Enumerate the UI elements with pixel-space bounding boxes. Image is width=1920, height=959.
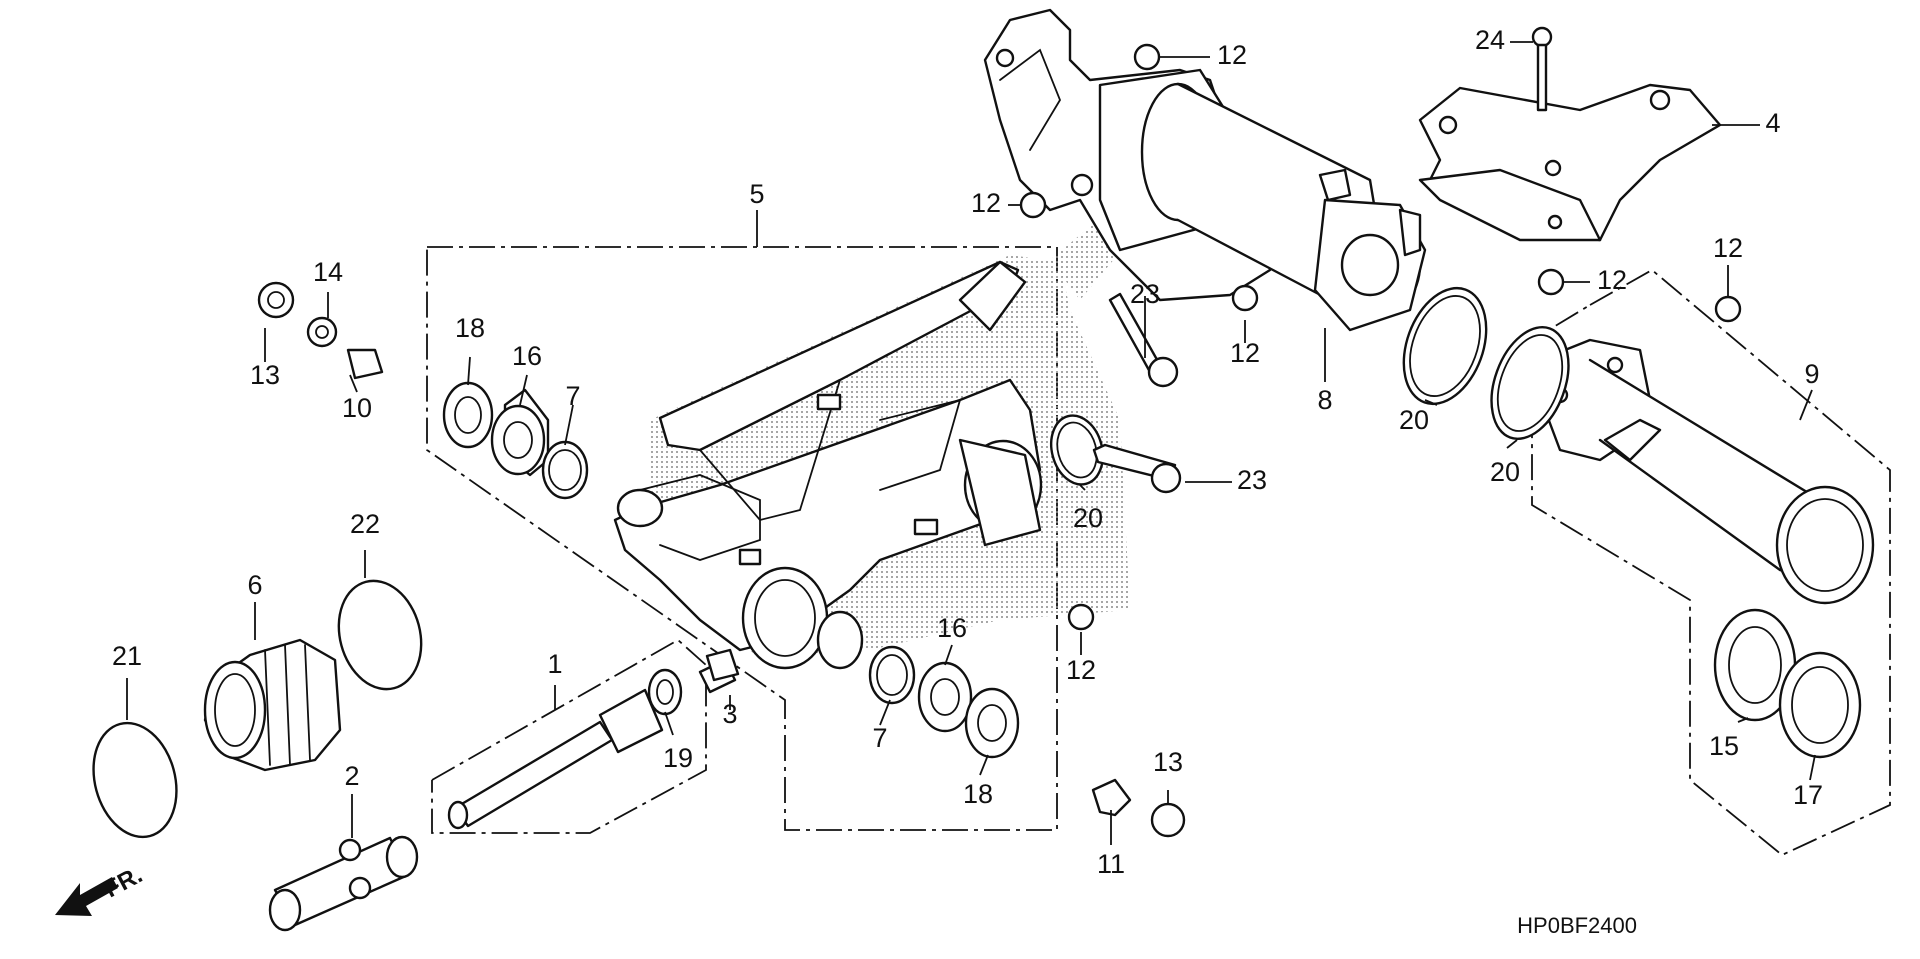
bracket-plate-drawing xyxy=(1418,83,1722,242)
callout-16b[interactable]: 16 xyxy=(937,613,967,643)
o-ring-20a-inner xyxy=(1409,295,1481,397)
callout-1[interactable]: 1 xyxy=(547,649,562,679)
boot-drawing xyxy=(203,638,342,772)
universal-joint-drawing xyxy=(268,835,419,932)
leader-lines xyxy=(126,41,1816,845)
callout-12b[interactable]: 12 xyxy=(971,188,1001,218)
callout-22[interactable]: 22 xyxy=(350,509,380,539)
callout-23b[interactable]: 23 xyxy=(1237,465,1267,495)
callout-13a[interactable]: 13 xyxy=(250,360,280,390)
callout-15[interactable]: 15 xyxy=(1709,731,1739,761)
callout-9[interactable]: 9 xyxy=(1804,359,1819,389)
callout-18a[interactable]: 18 xyxy=(455,313,485,343)
callout-10[interactable]: 10 xyxy=(342,393,372,423)
small-parts-drawing xyxy=(257,26,1742,838)
front-arrow-icon xyxy=(55,877,118,916)
callout-2[interactable]: 2 xyxy=(344,761,359,791)
callout-18b[interactable]: 18 xyxy=(963,779,993,809)
callout-7b[interactable]: 7 xyxy=(872,723,887,753)
drive-shaft-drawing xyxy=(447,658,737,830)
callout-5[interactable]: 5 xyxy=(749,179,764,209)
driveshaft-group-outline xyxy=(431,638,707,834)
callout-12c[interactable]: 12 xyxy=(1230,338,1260,368)
callout-14[interactable]: 14 xyxy=(313,257,343,287)
callout-12d[interactable]: 12 xyxy=(1597,265,1627,295)
callout-20a[interactable]: 20 xyxy=(1399,405,1429,435)
callout-12f[interactable]: 12 xyxy=(1066,655,1096,685)
o-ring-20c-inner xyxy=(1056,421,1098,479)
callout-20c[interactable]: 20 xyxy=(1073,503,1103,533)
lower-bearing-set-drawing xyxy=(868,645,1020,759)
callouts: 1 2 3 4 5 6 7 7 8 9 10 11 12 12 12 12 12… xyxy=(112,25,1823,879)
callout-8[interactable]: 8 xyxy=(1317,385,1332,415)
clamp-22-drawing xyxy=(337,579,423,691)
final-drive-housing-drawing xyxy=(983,8,1427,332)
front-label: FR. xyxy=(100,861,147,903)
callout-6[interactable]: 6 xyxy=(247,570,262,600)
left-bearing-set-drawing xyxy=(442,381,589,500)
callout-13b[interactable]: 13 xyxy=(1153,747,1183,777)
callout-20b[interactable]: 20 xyxy=(1490,457,1520,487)
swingarm-drawing xyxy=(613,260,1043,670)
callout-21[interactable]: 21 xyxy=(112,641,142,671)
axle-housing-drawing xyxy=(1538,338,1875,605)
callout-3[interactable]: 3 xyxy=(722,699,737,729)
callout-17[interactable]: 17 xyxy=(1793,780,1823,810)
clamp-21-drawing xyxy=(92,721,178,839)
swingarm-group-outline xyxy=(426,246,1058,831)
callout-23a[interactable]: 23 xyxy=(1130,279,1160,309)
callout-12a[interactable]: 12 xyxy=(1217,40,1247,70)
o-ring-20b-inner xyxy=(1496,334,1564,432)
front-direction-indicator: FR. xyxy=(55,861,147,916)
callout-7a[interactable]: 7 xyxy=(565,381,580,411)
callout-16a[interactable]: 16 xyxy=(512,341,542,371)
bearing-15-inner xyxy=(1728,626,1782,704)
diagram-code: HP0BF2400 xyxy=(1517,913,1637,938)
callout-4[interactable]: 4 xyxy=(1765,108,1780,138)
seal-17-inner xyxy=(1791,666,1849,744)
callout-11[interactable]: 11 xyxy=(1097,849,1125,879)
callout-19[interactable]: 19 xyxy=(663,743,693,773)
callout-12e[interactable]: 12 xyxy=(1713,233,1743,263)
callout-24[interactable]: 24 xyxy=(1475,25,1505,55)
